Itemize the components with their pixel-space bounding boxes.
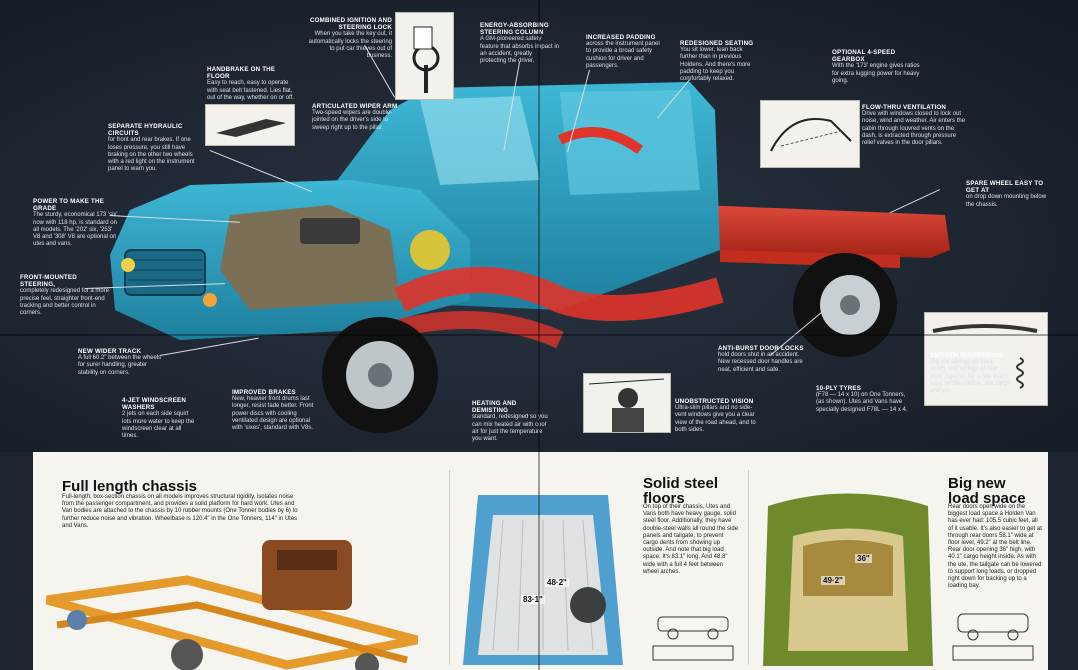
callout-brakes: IMPROVED BRAKES New, heavier front drums… [232, 389, 320, 432]
callout-body: Drive with windows closed to lock out no… [862, 111, 966, 147]
callout-title: 4-JET WINDSCREEN WASHERS [122, 397, 187, 412]
callout-flow-thru: FLOW-THRU VENTILATION Drive with windows… [862, 104, 970, 147]
callout-track: NEW WIDER TRACK A full 60.2" between the… [78, 348, 162, 377]
callout-body: Big coil springs up front, sturdy leaf s… [930, 359, 1010, 395]
callout-title: ENERGY-ABSORBING STEERING COLUMN [480, 22, 549, 37]
callout-tyres: 10-PLY TYRES (F78 — 14 x 10) on One Tonn… [816, 385, 908, 414]
callout-wiper: ARTICULATED WIPER ARM Two-speed wipers a… [312, 103, 404, 132]
chassis-illustration [45, 540, 419, 670]
callout-body: for front and rear brakes. If one loses … [108, 137, 195, 173]
callout-title: ARTICULATED WIPER ARM [312, 103, 398, 110]
panel-divider [449, 470, 450, 665]
callout-title: FRONT-MOUNTED STEERING, [20, 274, 77, 289]
vehicle-cutaway-illustration [110, 82, 950, 433]
callout-body: Easy to reach, easy to operate with seat… [207, 80, 294, 101]
floors-title: Solid steel floors [643, 475, 719, 507]
callout-body: When you take the key out, it automatica… [308, 31, 392, 60]
callout-body: A GM-pioneered safety feature that absor… [480, 36, 560, 65]
load-title: Big new load space [948, 475, 1026, 507]
callout-steering-column: ENERGY-ABSORBING STEERING COLUMN A GM-pi… [480, 22, 560, 65]
vision-inset [583, 373, 671, 433]
callout-body: (F78 — 14 x 10) on One Tonners, (as show… [816, 392, 908, 413]
panel-divider [748, 470, 749, 665]
callout-body: Two-speed wipers are double-jointed on t… [312, 110, 393, 131]
cutaway-illustration-panel: COMBINED IGNITION AND STEERING LOCK When… [0, 0, 1078, 452]
callout-body: Ultra-slim pillars and no side-vent wind… [675, 405, 756, 433]
callout-title: HANDBRAKE ON THE FLOOR [207, 66, 276, 81]
suspension-inset [924, 312, 1048, 406]
callout-title: SMOOTH SUSPENSION [930, 352, 1003, 359]
floor-width-dimension: 48·2" [545, 578, 569, 587]
callout-ignition: COMBINED IGNITION AND STEERING LOCK When… [308, 17, 392, 60]
callout-title: POWER TO MAKE THE GRADE [33, 198, 105, 213]
callout-body: standard, redesigned so you can mix heat… [472, 414, 548, 443]
callout-title: OPTIONAL 4-SPEED GEARBOX [832, 49, 896, 64]
callout-body: You sit lower, lean back further than in… [680, 47, 751, 83]
callout-body: hold doors shut in an accident. New rece… [718, 352, 803, 373]
handbrake-inset [205, 104, 295, 146]
callout-body: on drop down mounting below the chassis. [966, 194, 1047, 208]
callout-title: SPARE WHEEL EASY TO GET AT [966, 180, 1044, 195]
callout-steering: FRONT-MOUNTED STEERING, completely redes… [20, 274, 110, 317]
callout-title: NEW WIDER TRACK [78, 348, 142, 355]
load-height-dimension: 36" [855, 554, 872, 563]
ignition-key-inset [395, 12, 454, 100]
load-width-dimension: 49·2" [821, 576, 845, 585]
load-body: Rear doors open wide on the biggest load… [948, 504, 1042, 590]
callout-body: The sturdy, economical 173 'six', now wi… [33, 212, 120, 248]
callout-spare: SPARE WHEEL EASY TO GET AT on drop down … [966, 180, 1048, 209]
callout-body: With the '173' engine gives ratios for e… [832, 63, 920, 84]
feature-panels: Full length chassis Full-length, box-sec… [33, 452, 1048, 670]
callout-title: INCREASED PADDING [586, 34, 656, 41]
callout-title: COMBINED IGNITION AND STEERING LOCK [310, 17, 392, 32]
ute-side-diagrams [652, 616, 734, 661]
callout-padding: INCREASED PADDING across the instrument … [586, 34, 664, 70]
chassis-title: Full length chassis [62, 478, 198, 495]
callout-title: IMPROVED BRAKES [232, 389, 296, 396]
callout-title: 10-PLY TYRES [816, 385, 862, 392]
floors-body: On top of their chassis, Utes and Vans b… [643, 504, 739, 575]
callout-body: A full 60.2" between the wheels for sure… [78, 355, 162, 376]
callout-title: ANTI-BURST DOOR LOCKS [718, 345, 804, 352]
callout-title: FLOW-THRU VENTILATION [862, 104, 947, 111]
van-side-diagrams [952, 613, 1034, 661]
callout-seating: REDESIGNED SEATING You sit lower, lean b… [680, 40, 760, 83]
callout-handbrake: HANDBRAKE ON THE FLOOR Easy to reach, ea… [207, 66, 299, 102]
callout-hydraulic: SEPARATE HYDRAULIC CIRCUITS for front an… [108, 123, 196, 173]
chassis-body: Full-length, box-section chassis on all … [62, 494, 298, 529]
page-fold [538, 0, 540, 670]
ventilation-inset [760, 100, 860, 168]
floor-length-dimension: 83·1" [521, 595, 545, 604]
callout-suspension: SMOOTH SUSPENSION Big coil springs up fr… [930, 352, 1010, 395]
callout-body: across the instrument panel to provide a… [586, 41, 660, 69]
callout-body: 2 jets on each side squirt lots more wat… [122, 411, 195, 440]
ute-tray-illustration [463, 495, 623, 665]
callout-title: HEATING AND DEMISTING [472, 400, 517, 415]
callout-body: completely redesigned for a more precise… [20, 288, 110, 317]
callout-washers: 4-JET WINDSCREEN WASHERS 2 jets on each … [122, 397, 198, 440]
page-fold [0, 334, 1078, 336]
callout-power: POWER TO MAKE THE GRADE The sturdy, econ… [33, 198, 121, 248]
callout-title: SEPARATE HYDRAULIC CIRCUITS [108, 123, 183, 138]
callout-door-locks: ANTI-BURST DOOR LOCKS hold doors shut in… [718, 345, 804, 374]
callout-heating: HEATING AND DEMISTING standard, redesign… [472, 400, 552, 443]
callout-title: REDESIGNED SEATING [680, 40, 754, 47]
van-load-illustration [763, 493, 933, 666]
callout-gearbox: OPTIONAL 4-SPEED GEARBOX With the '173' … [832, 49, 922, 85]
callout-vision: UNOBSTRUCTED VISION Ultra-slim pillars a… [675, 398, 757, 434]
callout-title: UNOBSTRUCTED VISION [675, 398, 754, 405]
callout-body: New, heavier front drums last longer, re… [232, 396, 314, 432]
